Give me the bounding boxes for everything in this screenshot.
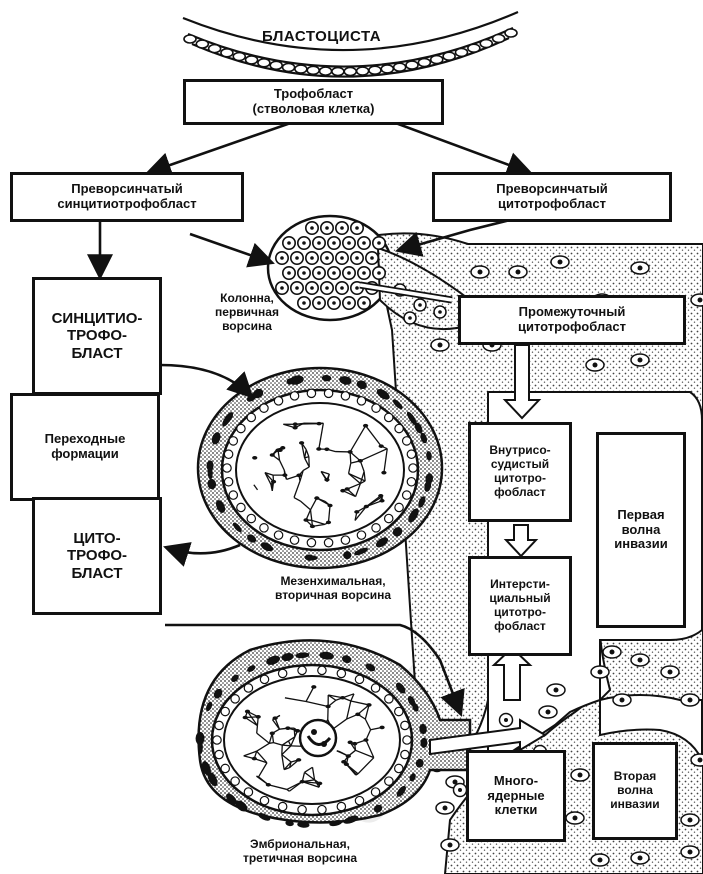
trophoblast-box: Трофобласт (стволовая клетка) [183,79,444,125]
intermediate-cytotrophoblast-box: Промежуточный цитотрофобласт [458,295,686,345]
previllous-syncytiotrophoblast-box: Преворсинчатый синцитиотрофобласт [10,172,244,222]
blastocyst-title: БЛАСТОЦИСТА [262,28,381,45]
syncytiotrophoblast-box: СИНЦИТИО- ТРОФО- БЛАСТ [32,277,162,395]
interstitial-cytotrophoblast-box: Интерсти- циальный цитотро- фобласт [468,556,572,656]
secondary-villus [198,368,442,568]
second-wave-invasion-box: Вторая волна инвазии [592,742,678,840]
mesenchymal-secondary-villus-caption: Мезенхимальная, вторичная ворсина [238,575,428,603]
column-primary-villus-caption: Колонна, первичная ворсина [172,292,322,333]
intravascular-cytotrophoblast-box: Внутрисо- судистый цитотро- фобласт [468,422,572,522]
multinuclear-cells-box: Много- ядерные клетки [466,750,566,842]
embryonic-tertiary-villus-caption: Эмбриональная, третичная ворсина [200,838,400,866]
transitional-formations-box: Переходные формации [10,393,160,501]
cytotrophoblast-box: ЦИТО- ТРОФО- БЛАСТ [32,497,162,615]
first-wave-invasion-box: Первая волна инвазии [596,432,686,628]
previllous-cytotrophoblast-box: Преворсинчатый цитотрофобласт [432,172,672,222]
